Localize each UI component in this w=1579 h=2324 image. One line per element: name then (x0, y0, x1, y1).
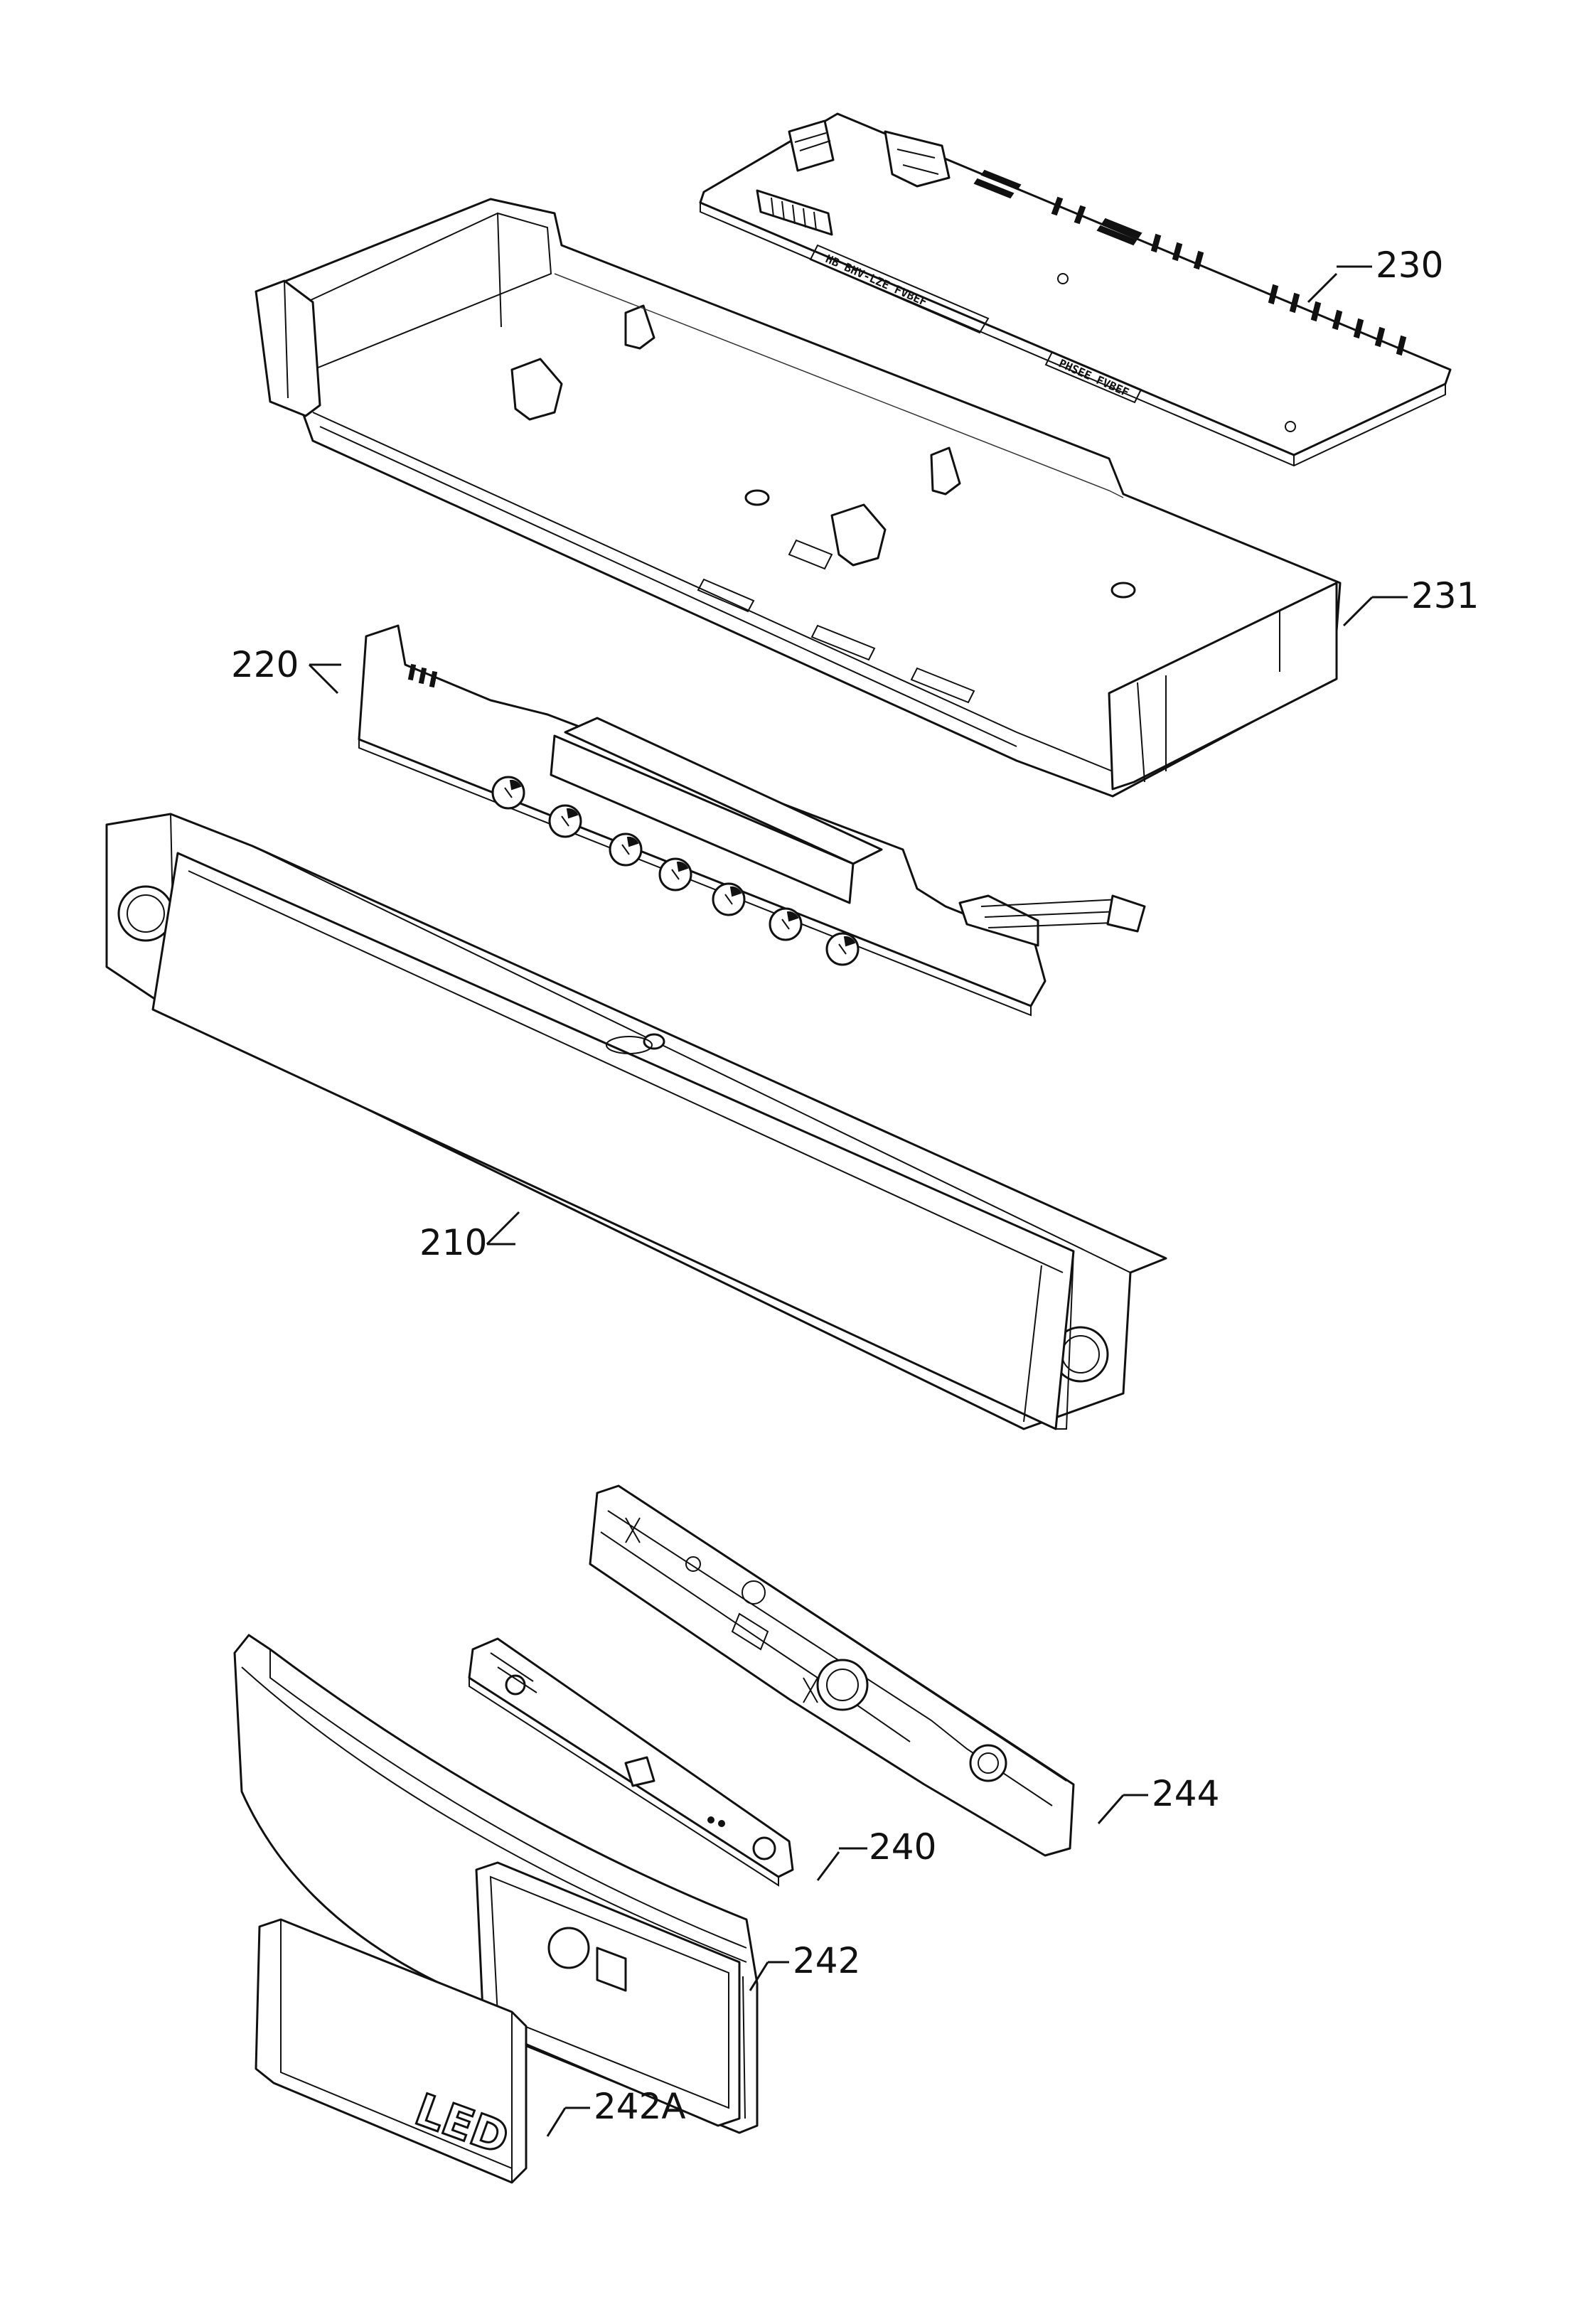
part-242a-led-lens: LED (255, 1918, 528, 2184)
part-230-main-pcb: HB BHV-LZE FVBEF PHSEE FVBEF (699, 112, 1452, 467)
part-210-front-panel (105, 813, 1167, 1430)
part-244-led-frame (589, 1484, 1075, 1857)
ref-240: 240 (869, 1826, 936, 1868)
part-242-led-cover (233, 1634, 759, 2134)
part-240-led-pcb (468, 1637, 794, 1887)
part-220-key-pcb (358, 624, 1146, 1017)
tact-switches (491, 776, 860, 966)
ref-220: 220 (231, 644, 299, 685)
part-231-housing (255, 198, 1342, 798)
led-lens-text: LED (409, 2083, 515, 2164)
ref-242: 242 (793, 1940, 860, 1981)
ref-210: 210 (419, 1222, 487, 1263)
ref-230: 230 (1376, 245, 1443, 286)
ref-244: 244 (1152, 1773, 1219, 1814)
leader-lines (308, 265, 1408, 2137)
ref-231: 231 (1411, 575, 1479, 616)
ref-242a: 242A (594, 2086, 686, 2127)
